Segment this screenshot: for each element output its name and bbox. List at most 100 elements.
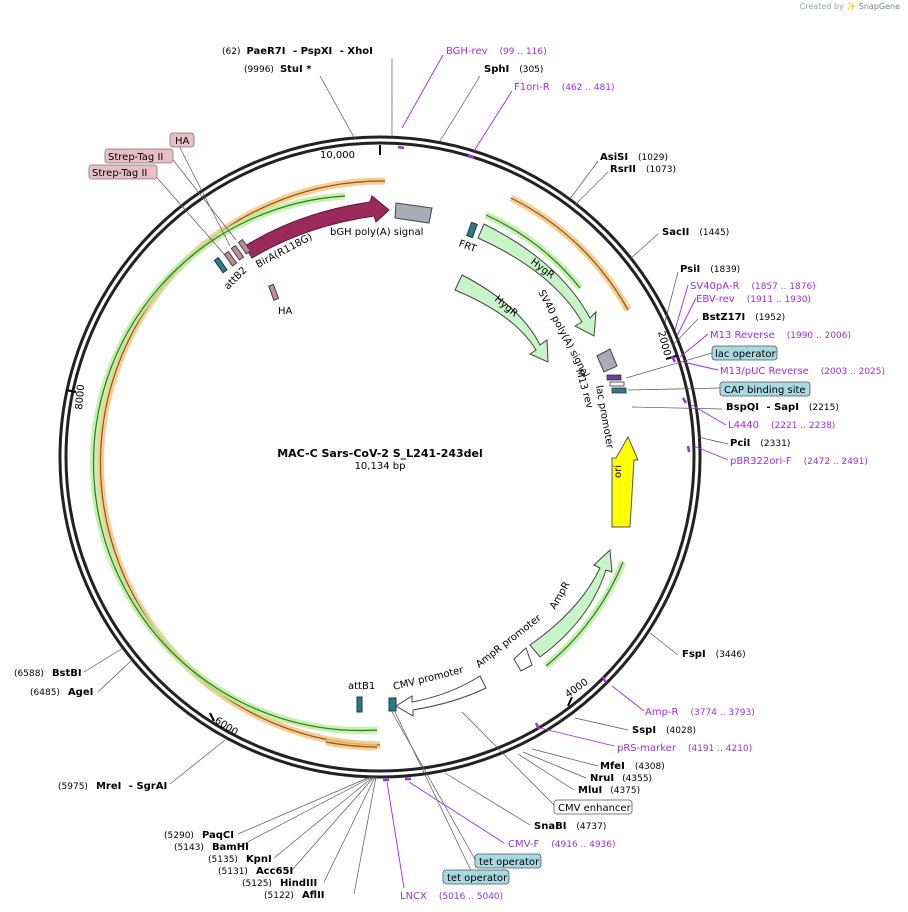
box-cmv-enhancer-bg bbox=[553, 799, 633, 815]
enzyme-pos: (9996) bbox=[244, 65, 274, 75]
enzyme-pos: (2331) bbox=[760, 439, 790, 449]
enzyme-name: PaqCI bbox=[202, 830, 234, 841]
box-tet-operator-1-bg bbox=[474, 853, 542, 869]
enzyme-name: HindIII bbox=[280, 878, 317, 889]
orf-arc-green-left-line bbox=[92, 195, 378, 732]
tick-2000 bbox=[665, 355, 677, 360]
enzyme-pos: (6588) bbox=[14, 669, 44, 679]
enzyme-pos: (6485) bbox=[30, 688, 60, 698]
leader-line bbox=[83, 647, 124, 673]
primer-name: LNCX bbox=[400, 891, 427, 902]
feature-ampr bbox=[529, 548, 613, 658]
enzyme-label: PsiI(1839) bbox=[680, 264, 740, 275]
label-ha-inner: HA bbox=[278, 306, 293, 317]
leader-line bbox=[664, 271, 679, 323]
primer-mark bbox=[686, 445, 691, 453]
primer-range: (1857 .. 1876) bbox=[751, 282, 815, 292]
feature-cmv-promoter bbox=[395, 675, 487, 717]
label-lac-promoter: lac promoter bbox=[593, 385, 615, 451]
primer-name: M13/pUC Reverse bbox=[720, 366, 809, 377]
box-strep-1-bg bbox=[104, 148, 174, 164]
feature-m13-rev bbox=[606, 374, 622, 381]
credit-brand: SnapGene bbox=[858, 2, 900, 11]
enzyme-name: - SgrAI bbox=[125, 781, 167, 792]
feature-frt bbox=[466, 221, 478, 239]
enzyme-name: StuI * bbox=[280, 64, 312, 75]
primer-range: (462 .. 481) bbox=[562, 83, 615, 93]
feature-tag-2 bbox=[230, 244, 245, 261]
feature-lac-promoter bbox=[611, 387, 627, 394]
primer-leader bbox=[693, 445, 729, 461]
enzyme-name: MreI bbox=[96, 781, 121, 792]
box-ha: HA bbox=[169, 132, 195, 148]
box-strep-2: Strep-Tag II bbox=[88, 164, 158, 180]
enzyme-label: (5290)PaqCI bbox=[164, 830, 234, 841]
box-lac-operator-text: lac operator bbox=[715, 349, 776, 360]
tick-label-10000: 10,000 bbox=[320, 150, 355, 161]
primer-mark bbox=[601, 676, 608, 684]
enzyme-name: - SapI bbox=[763, 402, 799, 413]
leader-line bbox=[627, 387, 721, 391]
enzyme-name: BspQI bbox=[726, 402, 759, 413]
enzyme-name: AgeI bbox=[68, 687, 93, 698]
label-attb1: attB1 bbox=[348, 681, 375, 692]
feature-attb2 bbox=[213, 256, 228, 274]
orf-arcs bbox=[90, 177, 632, 751]
primer-label: M13/pUC Reverse(2003 .. 2025) bbox=[720, 366, 885, 377]
enzyme-label: (5122)AflII bbox=[264, 890, 325, 901]
enzyme-label: SphI(305) bbox=[484, 64, 543, 75]
credit-prefix: Created by bbox=[799, 2, 844, 11]
feature-tag-1 bbox=[223, 250, 238, 267]
box-tet-operator-1-text: tet operator bbox=[479, 857, 540, 868]
enzyme-name: FspI bbox=[682, 649, 706, 660]
primer-range: (99 .. 116) bbox=[500, 47, 547, 57]
enzyme-name: SnaBI bbox=[534, 821, 566, 832]
enzyme-label: (9996) StuI * bbox=[244, 64, 312, 75]
leader-line bbox=[531, 748, 599, 767]
orf-arc-orange-left-line bbox=[99, 180, 386, 746]
orf-arc-orange-left bbox=[97, 177, 386, 749]
box-lac-operator-bg bbox=[711, 345, 778, 361]
enzyme-pos: (3446) bbox=[716, 650, 746, 660]
center-labels: MAC-C Sars-CoV-2 S_L241-243del 10,134 bp bbox=[277, 447, 483, 472]
leader-line bbox=[319, 75, 356, 140]
feature-tag-3 bbox=[237, 238, 252, 255]
plasmid-length: 10,134 bp bbox=[355, 461, 406, 472]
primer-name: pRS-marker bbox=[617, 743, 677, 754]
primer-range: (1911 .. 1930) bbox=[747, 295, 811, 305]
box-ha-bg bbox=[169, 132, 195, 148]
leader-line bbox=[169, 739, 226, 785]
leader-line bbox=[569, 160, 599, 200]
feature-ori bbox=[611, 435, 639, 528]
leader-line bbox=[291, 776, 375, 871]
primer-label: L4440(2221 .. 2238) bbox=[728, 420, 835, 431]
orf-arc-orange-bottom-line bbox=[325, 741, 378, 748]
primer-leader bbox=[473, 90, 513, 152]
enzyme-name: - PspXI bbox=[289, 46, 332, 57]
enzyme-label: FspI (3446) bbox=[682, 649, 746, 660]
primer-name: M13 Reverse bbox=[710, 330, 775, 341]
enzyme-pos: (62) bbox=[222, 47, 240, 57]
enzyme-leaders bbox=[83, 58, 729, 895]
orf-arc-green-lowright-line bbox=[545, 561, 624, 667]
leader-line bbox=[273, 776, 374, 859]
enzyme-label: (5975)MreI - SgrAI bbox=[58, 781, 167, 792]
enzyme-name: SacII bbox=[662, 227, 689, 238]
feature-bira bbox=[244, 195, 390, 259]
enzyme-pos: (4375) bbox=[610, 786, 640, 796]
leader-line bbox=[629, 233, 659, 260]
enzyme-name: AsiSI bbox=[600, 152, 628, 163]
primer-leader bbox=[676, 297, 697, 337]
box-cap-binding-text: CAP binding site bbox=[724, 385, 806, 396]
leader-line bbox=[237, 776, 373, 848]
enzyme-pos: (4737) bbox=[576, 822, 606, 832]
enzyme-label: (5135)KpnI bbox=[208, 854, 272, 865]
box-cmv-enhancer: CMV enhancer bbox=[553, 799, 633, 815]
enzyme-name: MfeI bbox=[600, 761, 625, 772]
primer-mark bbox=[670, 355, 677, 363]
primer-leader bbox=[401, 54, 444, 129]
leader-line bbox=[522, 751, 587, 779]
leader-line bbox=[461, 711, 557, 808]
leader-line bbox=[323, 776, 376, 883]
enzyme-label: MluI(4375) bbox=[578, 785, 640, 796]
